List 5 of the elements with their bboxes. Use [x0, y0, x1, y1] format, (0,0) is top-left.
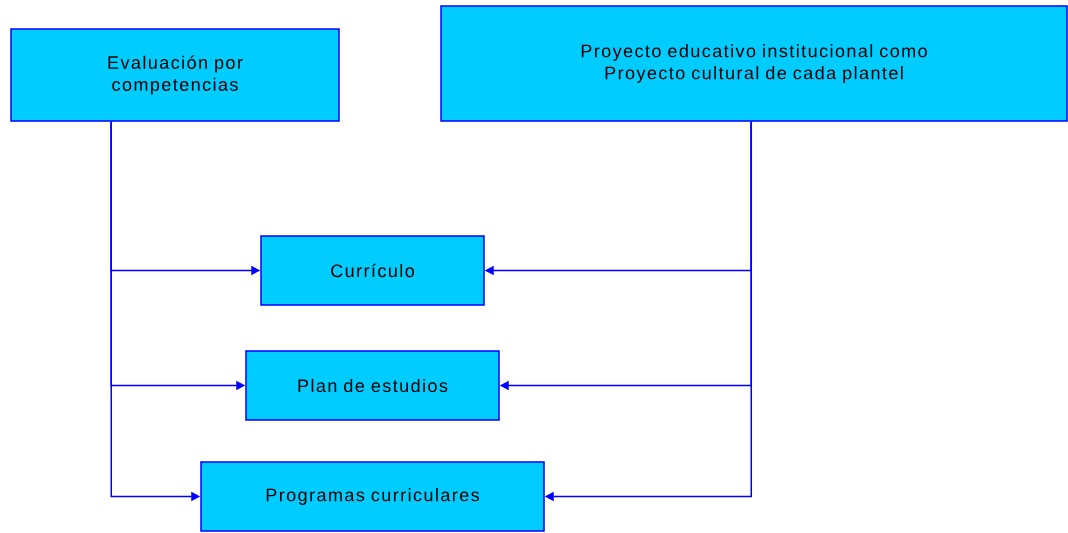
process-box: Evaluación por competencias: [10, 28, 340, 122]
process-box: Currículo: [260, 235, 485, 306]
process-box: Plan de estudios: [245, 350, 500, 421]
process-box: Programas curriculares: [200, 461, 545, 532]
process-box: Proyecto educativo institucional como Proyecto cultural de cada plantel: [440, 5, 1068, 122]
